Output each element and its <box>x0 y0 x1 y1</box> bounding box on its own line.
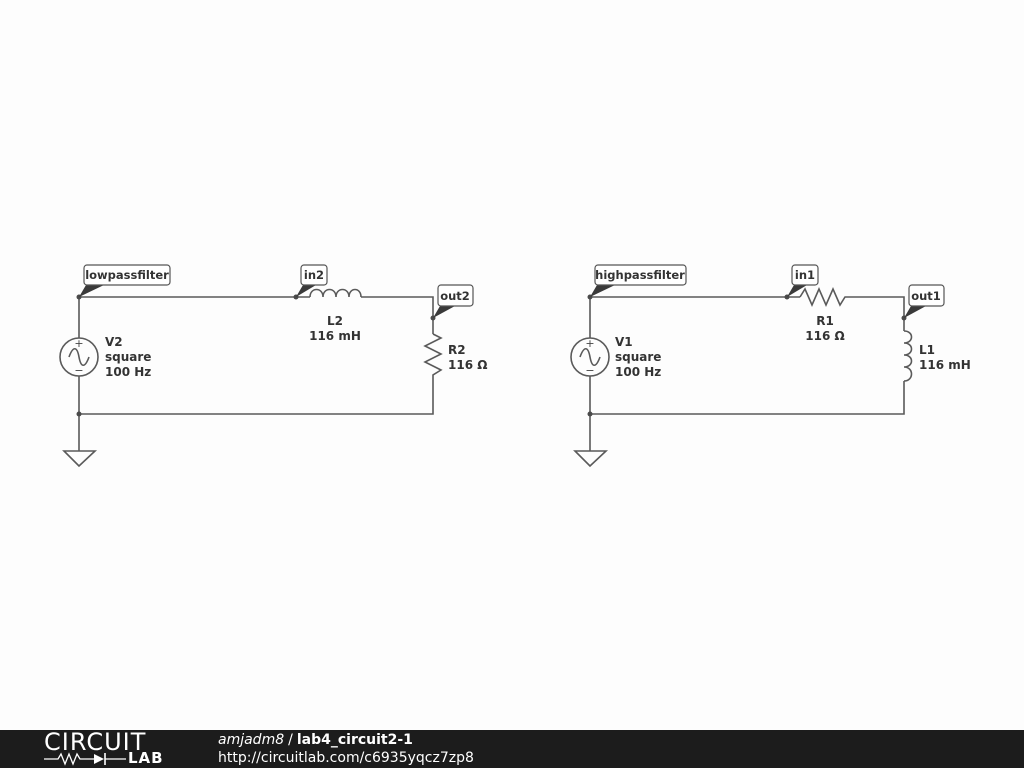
wire-hp-top-right <box>849 296 905 318</box>
tag-text: lowpassfilter <box>85 268 169 282</box>
resistor-name: R2 <box>448 343 466 357</box>
voltage-source-V1: + − <box>570 337 610 377</box>
source-wave: square <box>615 350 661 364</box>
circuit-url[interactable]: http://circuitlab.com/c6935yqcz7zp8 <box>218 750 474 766</box>
resistor-value: 116 Ω <box>448 358 487 372</box>
inductor-L1 <box>903 330 913 382</box>
voltage-source-V2: + − <box>59 337 99 377</box>
logo-wordmark-bottom: LAB <box>128 749 164 767</box>
schematic-canvas: + − lowpassfilter in2 out2 L2 116 mH <box>59 264 971 468</box>
node-label-in2[interactable]: in2 <box>296 264 328 297</box>
source-freq: 100 Hz <box>105 365 151 379</box>
node-label-out1[interactable]: out1 <box>904 284 945 318</box>
node-label-out2[interactable]: out2 <box>433 284 474 318</box>
junction-dot <box>76 411 82 417</box>
inductor-value: 116 mH <box>309 329 361 343</box>
lowpass-circuit: + − lowpassfilter in2 out2 L2 116 mH <box>59 264 487 468</box>
ground-symbol-hp <box>573 450 609 468</box>
inductor-value: 116 mH <box>919 358 971 372</box>
circuit-title[interactable]: lab4_circuit2-1 <box>296 732 413 748</box>
junction-dot <box>587 411 593 417</box>
svg-text:−: − <box>585 364 594 377</box>
tag-text: out1 <box>911 289 941 303</box>
inductor-name: L1 <box>919 343 935 357</box>
inductor-name: L2 <box>327 314 343 328</box>
wire-lp-top-right <box>361 296 434 318</box>
footer-bar: CIRCUIT LAB amjadm8/lab4_circuit2-1 http… <box>0 730 1024 768</box>
resistor-R2 <box>423 333 443 380</box>
source-freq: 100 Hz <box>615 365 661 379</box>
tag-text: out2 <box>440 289 470 303</box>
circuit-info: amjadm8/lab4_circuit2-1 http://circuitla… <box>218 731 474 767</box>
ground-symbol-lp <box>62 450 98 468</box>
tag-text: highpassfilter <box>595 268 685 282</box>
node-label-highpassfilter[interactable]: highpassfilter <box>590 264 687 297</box>
highpass-circuit: + − highpassfilter in1 out1 R1 116 Ω <box>570 264 971 468</box>
svg-text:+: + <box>585 337 594 350</box>
node-label-lowpassfilter[interactable]: lowpassfilter <box>79 264 171 297</box>
wire-lp-bottom <box>79 380 434 415</box>
path-separator: / <box>288 732 293 748</box>
source-name: V1 <box>615 335 633 349</box>
resistor-diode-icon <box>44 752 126 766</box>
resistor-value: 116 Ω <box>805 329 844 343</box>
source-wave: square <box>105 350 151 364</box>
inductor-L2 <box>309 288 362 298</box>
svg-text:−: − <box>74 364 83 377</box>
author-link[interactable]: amjadm8 <box>218 732 285 748</box>
logo-wordmark-top: CIRCUIT <box>44 728 147 756</box>
resistor-name: R1 <box>816 314 834 328</box>
tag-text: in2 <box>304 268 324 282</box>
resistor-R1 <box>799 287 849 307</box>
node-label-in1[interactable]: in1 <box>787 264 819 297</box>
circuitlab-logo[interactable]: CIRCUIT LAB <box>40 730 180 768</box>
tag-text: in1 <box>795 268 815 282</box>
wire-hp-bottom <box>590 381 905 415</box>
svg-text:+: + <box>74 337 83 350</box>
source-name: V2 <box>105 335 123 349</box>
